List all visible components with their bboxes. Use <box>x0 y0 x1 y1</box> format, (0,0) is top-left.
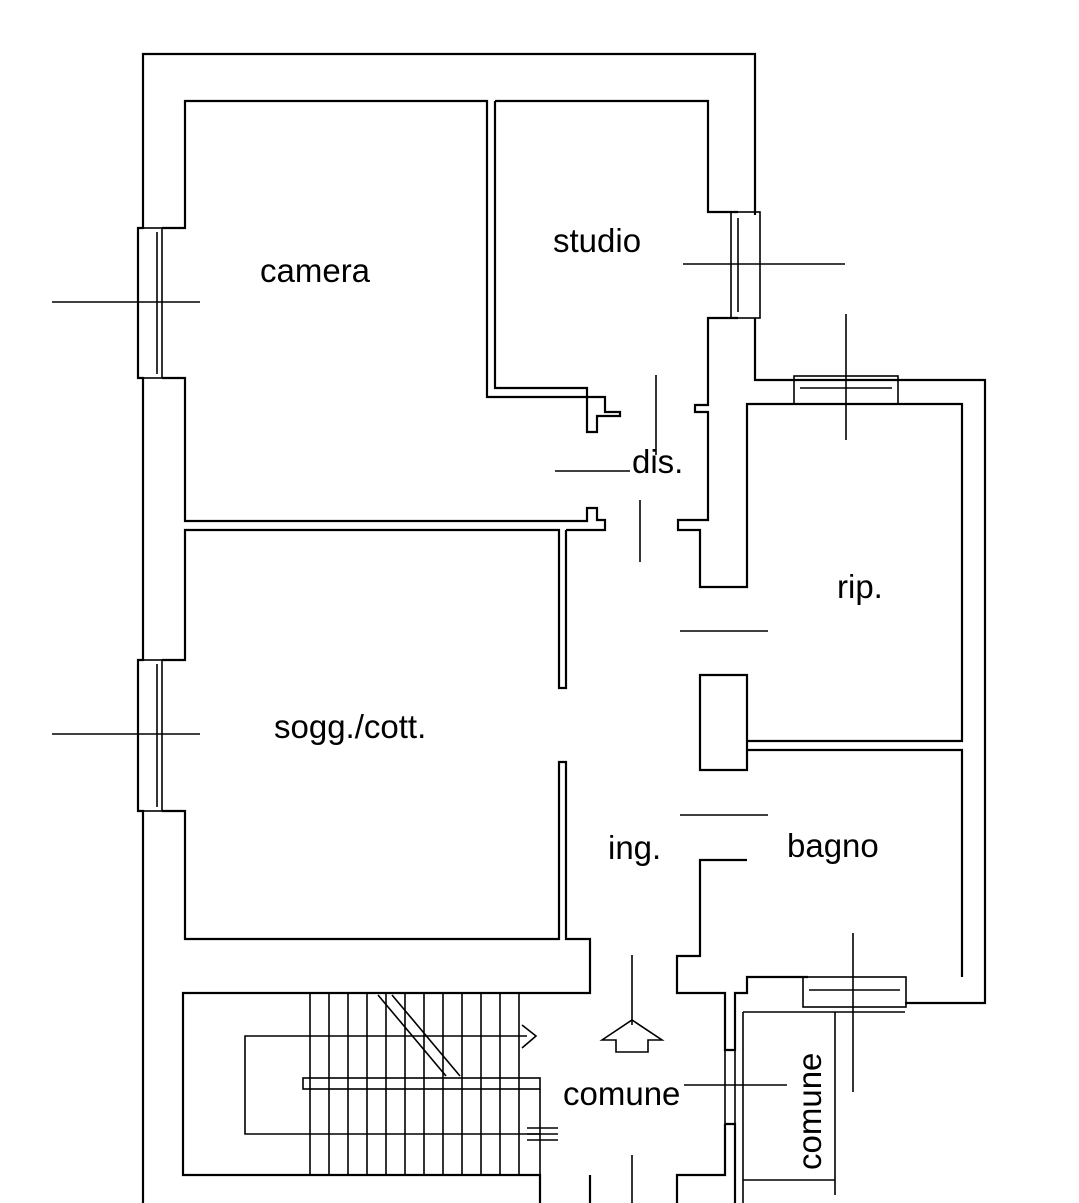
label-camera: camera <box>260 252 371 289</box>
label-ing: ing. <box>608 829 661 866</box>
label-dis: dis. <box>632 443 683 480</box>
label-sogg: sogg./cott. <box>274 708 426 745</box>
camera-room <box>162 99 622 532</box>
door-lines <box>555 375 768 1203</box>
windows <box>52 211 907 1125</box>
studio-room <box>495 99 964 977</box>
staircase <box>244 993 558 1175</box>
room-labels: camera studio dis. rip. sogg./cott. ing.… <box>260 222 883 1170</box>
label-comune: comune <box>563 1075 680 1112</box>
bagno-room <box>588 858 905 1203</box>
label-comune-vertical: comune <box>791 1053 828 1170</box>
label-rip: rip. <box>837 568 883 605</box>
label-bagno: bagno <box>787 827 879 864</box>
label-studio: studio <box>553 222 641 259</box>
entry-arrow-icon <box>599 1019 665 1053</box>
sogg-room <box>162 528 592 1203</box>
